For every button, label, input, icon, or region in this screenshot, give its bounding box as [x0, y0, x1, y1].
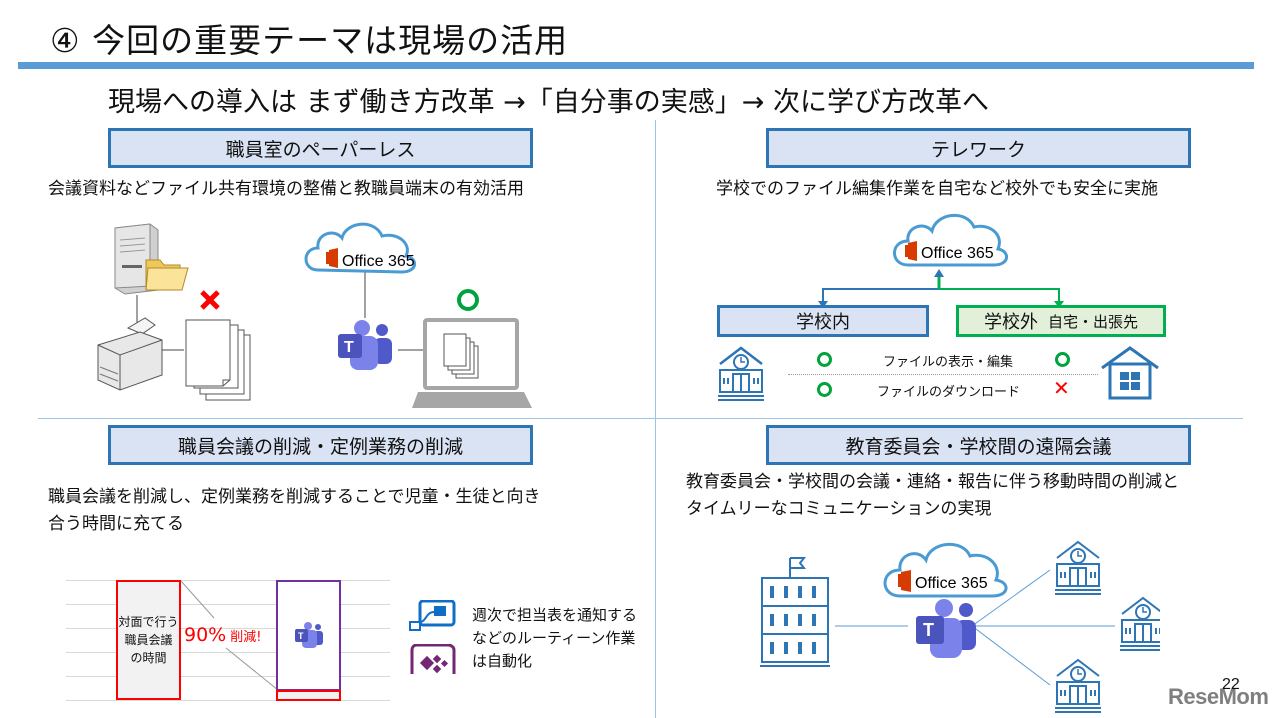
cloud-label: Office 365 [921, 245, 994, 262]
home-icon [1101, 346, 1159, 400]
section-title-telework: テレワーク [766, 128, 1191, 168]
svg-text:T: T [344, 339, 354, 356]
meeting-reduction-chart: 対面で行う 職員会議 の時間 90%削減! T [66, 578, 390, 703]
school-icon [1120, 596, 1160, 651]
outside-download-ng-icon: ✕ [1053, 376, 1070, 400]
meetings-description-line2: 合う時間に充てる [48, 514, 184, 534]
outside-school-box: 学校外 自宅・出張先 [956, 305, 1166, 337]
section-title-meetings: 職員会議の削減・定例業務の削減 [108, 425, 533, 465]
bar-label-line: 対面で行う [118, 615, 179, 629]
bar-label-line: の時間 [130, 651, 167, 665]
outside-school-sub: 自宅・出張先 [1047, 312, 1138, 331]
teams-icon: T [295, 622, 323, 648]
grid-line [66, 676, 390, 677]
section-title-paperless: 職員室のペーパーレス [108, 128, 533, 168]
arrowhead [818, 301, 828, 305]
connector-line [971, 625, 1051, 686]
arrow-to-outside [939, 288, 1060, 303]
power-automate-icon [409, 600, 456, 631]
arrowhead [934, 269, 944, 277]
vertical-divider [655, 120, 656, 718]
bar-label-line: 職員会議 [124, 633, 173, 647]
feature-divider [788, 374, 1098, 375]
telework-description: 学校でのファイル編集作業を自宅など校外でも安全に実施 [716, 179, 1158, 199]
ng-mark-icon [200, 290, 220, 310]
office365-cloud-icon: Office 365 [893, 213, 1008, 267]
paperless-description: 会議資料などファイル共有環境の整備と教職員端末の有効活用 [48, 179, 524, 199]
svg-text:T: T [923, 620, 934, 640]
arrowhead [1054, 301, 1064, 305]
grid-line [66, 580, 390, 581]
paper-stack-icon [185, 319, 251, 401]
outside-view-edit-ok-icon [1055, 352, 1070, 367]
inside-school-label: 学校内 [796, 312, 850, 333]
connector-line [971, 569, 1051, 627]
bar-face-to-face-meeting: 対面で行う 職員会議 の時間 [116, 580, 181, 700]
inside-download-ok-icon [817, 382, 832, 397]
section-title-remote: 教育委員会・学校間の遠隔会議 [766, 425, 1191, 465]
paperless-diagram: Office 365 T [97, 222, 532, 408]
folder-icon [145, 259, 189, 291]
reduction-percent: 90% [184, 624, 227, 646]
reduction-label: 削減! [230, 630, 262, 645]
school-icon [718, 346, 764, 401]
laptop-icon [412, 318, 532, 408]
bar-teams-meeting [276, 690, 341, 701]
remote-meeting-diagram: Office 365 T [760, 540, 1160, 713]
slide-subtitle: 現場への導入は まず働き方改革 →「自分事の実感」→ 次に学び方改革へ [108, 87, 989, 118]
slide-title: ④ 今回の重要テーマは現場の活用 [50, 21, 569, 60]
reduction-connector [180, 580, 279, 691]
office365-cloud-icon: Office 365 [883, 542, 1008, 598]
remote-description-line1: 教育委員会・学校間の会議・連絡・報告に伴う移動時間の削減と [686, 472, 1179, 492]
grid-line [66, 628, 390, 629]
inside-view-edit-ok-icon [817, 352, 832, 367]
office365-cloud-icon: Office 365 [304, 222, 416, 274]
grid-line [66, 700, 390, 701]
school-icon [1055, 658, 1101, 713]
school-icon [1055, 540, 1101, 595]
feature-download: ファイルのダウンロード [877, 385, 1021, 400]
ok-mark-icon [457, 289, 479, 311]
resemom-watermark: ReseMom [1168, 684, 1269, 709]
remote-description-line2: タイムリーなコミュニケーションの実現 [686, 499, 992, 519]
board-of-education-icon [760, 557, 830, 667]
arrow-to-inside [822, 288, 939, 303]
printer-icon [97, 317, 163, 391]
meetings-description-line1: 職員会議を削減し、定例業務を削減することで児童・生徒と向き [48, 487, 541, 507]
grid-line [66, 652, 390, 653]
horizontal-divider [38, 418, 1243, 419]
teams-icon: T [338, 320, 392, 370]
page-number: 22 [1222, 676, 1240, 693]
power-apps-icon [410, 644, 456, 674]
grid-line [66, 604, 390, 605]
teams-icon: T [916, 599, 976, 658]
telework-cloud-diagram: Office 365 [818, 213, 1064, 305]
outside-school-label: 学校外 [983, 312, 1038, 333]
automation-text: 週次で担当表を通知するなどのルーティーン作業は自動化 [472, 606, 638, 670]
feature-view-edit: ファイルの表示・編集 [883, 355, 1014, 370]
title-underline [18, 62, 1254, 69]
inside-school-box: 学校内 [717, 305, 929, 337]
cloud-label: Office 365 [342, 253, 415, 270]
reduction-annotation: 90%削減! [184, 624, 261, 646]
svg-text:T: T [298, 631, 304, 641]
cloud-label: Office 365 [915, 575, 988, 592]
